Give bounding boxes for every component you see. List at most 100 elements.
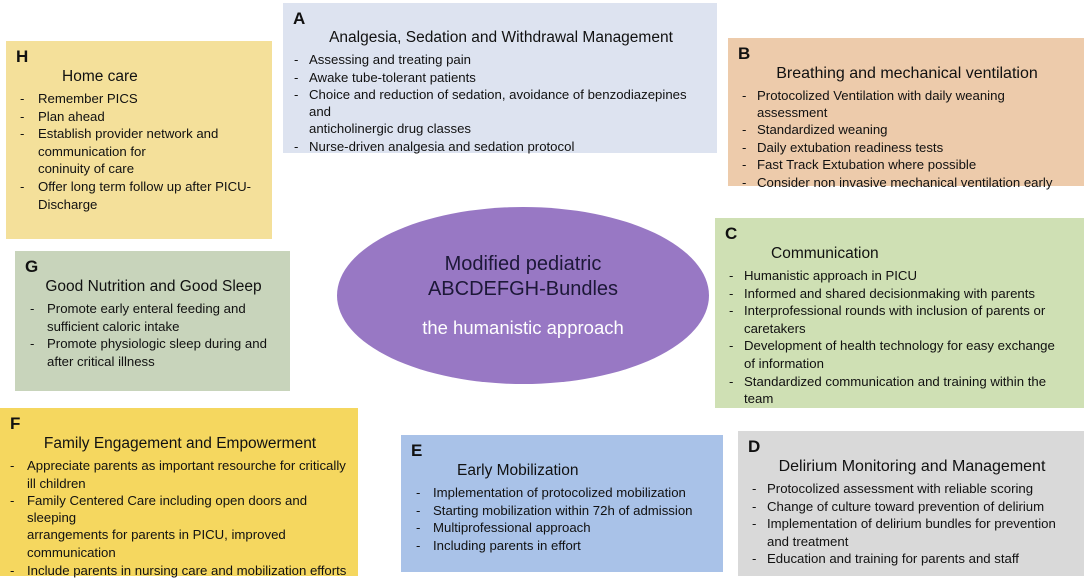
- bullet-text: Informed and shared decisionmaking with …: [744, 285, 1036, 301]
- list-item: -Appreciate parents as important resourc…: [10, 458, 350, 475]
- bundle-box-a: A Analgesia, Sedation and Withdrawal Man…: [283, 3, 717, 156]
- box-letter-f: F: [10, 414, 21, 433]
- bullet-text: communication for: [38, 143, 146, 159]
- bullet-text: Family Centered Care including open door…: [27, 493, 308, 525]
- bullet-text: sufficient caloric intake: [47, 318, 180, 334]
- dash-marker: -: [416, 502, 421, 518]
- box-f-bullet-list: -Appreciate parents as important resourc…: [10, 458, 350, 579]
- dash-marker: -: [30, 336, 35, 352]
- list-item: -Choice and reduction of sedation, avoid…: [293, 87, 709, 120]
- dash-marker: -: [10, 562, 15, 578]
- bullet-text: Interprofessional rounds with inclusion …: [744, 303, 1046, 319]
- box-h-bullet-list: -Remember PICS -Plan ahead -Establish pr…: [16, 91, 264, 213]
- center-subtitle: the humanistic approach: [422, 316, 624, 338]
- list-item-continuation: of information: [725, 356, 1076, 373]
- bullet-text: coninuity of care: [38, 161, 135, 177]
- dash-marker: -: [20, 91, 25, 106]
- dash-marker: -: [294, 69, 299, 85]
- bullet-text: Plan ahead: [38, 108, 105, 124]
- dash-marker: -: [742, 174, 747, 190]
- list-item: -Establish provider network and: [16, 126, 264, 143]
- bullet-text: Nurse-driven analgesia and sedation prot…: [309, 138, 575, 154]
- box-b-bullet-list: -Protocolized Ventilation with daily wea…: [738, 88, 1076, 192]
- box-e-bullet-list: -Implementation of protocolized mobiliza…: [411, 485, 715, 554]
- box-title-f: Family Engagement and Empowerment: [43, 435, 317, 452]
- list-item: -Fast Track Extubation where possible: [738, 157, 1076, 174]
- dash-marker: -: [20, 126, 25, 142]
- list-item: -Implementation of delirium bundles for …: [748, 516, 1076, 533]
- list-item-continuation: Discharge: [16, 197, 264, 214]
- list-item: -Promote early enteral feeding and: [25, 301, 282, 318]
- dash-marker: -: [729, 268, 734, 283]
- list-item: -Consider non invasive mechanical ventil…: [738, 175, 1076, 192]
- box-title-b: Breathing and mechanical ventilation: [776, 65, 1038, 82]
- list-item-continuation: communication for: [16, 144, 264, 161]
- list-item: -Remember PICS: [16, 91, 264, 108]
- box-title-e: Early Mobilization: [457, 462, 579, 479]
- dash-marker: -: [30, 301, 35, 316]
- list-item: -Development of health technology for ea…: [725, 338, 1076, 355]
- box-title-h: Home care: [62, 68, 138, 85]
- list-item-continuation: sufficient caloric intake: [25, 319, 282, 336]
- bullet-text: Awake tube-tolerant patients: [309, 69, 476, 85]
- bullet-text: Protocolized Ventilation with daily wean…: [757, 88, 1005, 120]
- list-item-continuation: ill children: [10, 476, 350, 493]
- bundle-box-e: E Early Mobilization -Implementation of …: [401, 435, 723, 572]
- list-item-continuation: after critical illness: [25, 354, 282, 371]
- bullet-text: Education and training for parents and s…: [767, 551, 1019, 567]
- bullet-text: Fast Track Extubation where possible: [757, 157, 977, 173]
- bundle-box-b: B Breathing and mechanical ventilation -…: [728, 38, 1084, 190]
- list-item-continuation: team: [725, 391, 1076, 408]
- dash-marker: -: [752, 516, 757, 532]
- dash-marker: -: [729, 285, 734, 301]
- bullet-text: Daily extubation readiness tests: [757, 139, 944, 155]
- list-item: -Awake tube-tolerant patients: [293, 70, 709, 87]
- bullet-text: Starting mobilization within 72h of admi…: [433, 502, 693, 518]
- bundle-box-c: C Communication -Humanistic approach in …: [715, 218, 1084, 408]
- dash-marker: -: [294, 52, 299, 67]
- list-item: -Daily extubation readiness tests: [738, 140, 1076, 157]
- center-title-line-1: Modified pediatric: [444, 252, 602, 275]
- bullet-text: Implementation of delirium bundles for p…: [767, 516, 1056, 532]
- box-letter-a: A: [293, 9, 306, 28]
- bullet-text: Consider non invasive mechanical ventila…: [757, 174, 1053, 190]
- dash-marker: -: [416, 537, 421, 553]
- bullet-text: anticholinergic drug classes: [309, 121, 471, 137]
- list-item: -Implementation of protocolized mobiliza…: [411, 485, 715, 502]
- bullet-text: Choice and reduction of sedation, avoida…: [309, 87, 687, 119]
- dash-marker: -: [752, 498, 757, 514]
- dash-marker: -: [729, 338, 734, 354]
- dash-marker: -: [752, 551, 757, 567]
- list-item: -Humanistic approach in PICU: [725, 268, 1076, 285]
- list-item: -Include parents in nursing care and mob…: [10, 563, 350, 579]
- box-title-a: Analgesia, Sedation and Withdrawal Manag…: [329, 29, 673, 46]
- dash-marker: -: [742, 88, 747, 103]
- list-item: -Promote physiologic sleep during and: [25, 336, 282, 353]
- box-letter-h: H: [16, 47, 29, 66]
- list-item: -Standardized weaning: [738, 122, 1076, 139]
- bullet-text: caretakers: [744, 320, 806, 336]
- dash-marker: -: [729, 303, 734, 319]
- box-letter-d: D: [748, 437, 761, 456]
- box-d-bullet-list: -Protocolized assessment with reliable s…: [748, 481, 1076, 568]
- bullet-text: Implementation of protocolized mobilizat…: [433, 485, 686, 500]
- bullet-text: after critical illness: [47, 353, 155, 369]
- list-item: -Including parents in effort: [411, 538, 715, 555]
- dash-marker: -: [10, 458, 15, 473]
- bullet-text: Promote early enteral feeding and: [47, 301, 246, 316]
- list-item: -Protocolized Ventilation with daily wea…: [738, 88, 1076, 121]
- list-item: -Informed and shared decisionmaking with…: [725, 286, 1076, 303]
- bullet-text: Protocolized assessment with reliable sc…: [767, 481, 1034, 496]
- bullet-text: Remember PICS: [38, 91, 138, 106]
- bullet-text: Including parents in effort: [433, 537, 581, 553]
- dash-marker: -: [742, 139, 747, 155]
- dash-marker: -: [20, 108, 25, 124]
- bundle-box-h: H Home care -Remember PICS -Plan ahead -…: [6, 41, 272, 239]
- list-item: -Nurse-driven analgesia and sedation pro…: [293, 139, 709, 156]
- list-item: -Education and training for parents and …: [748, 551, 1076, 568]
- dash-marker: -: [752, 481, 757, 496]
- bundle-box-d: D Delirium Monitoring and Management -Pr…: [738, 431, 1084, 576]
- list-item-continuation: and treatment: [748, 534, 1076, 551]
- dash-marker: -: [416, 520, 421, 536]
